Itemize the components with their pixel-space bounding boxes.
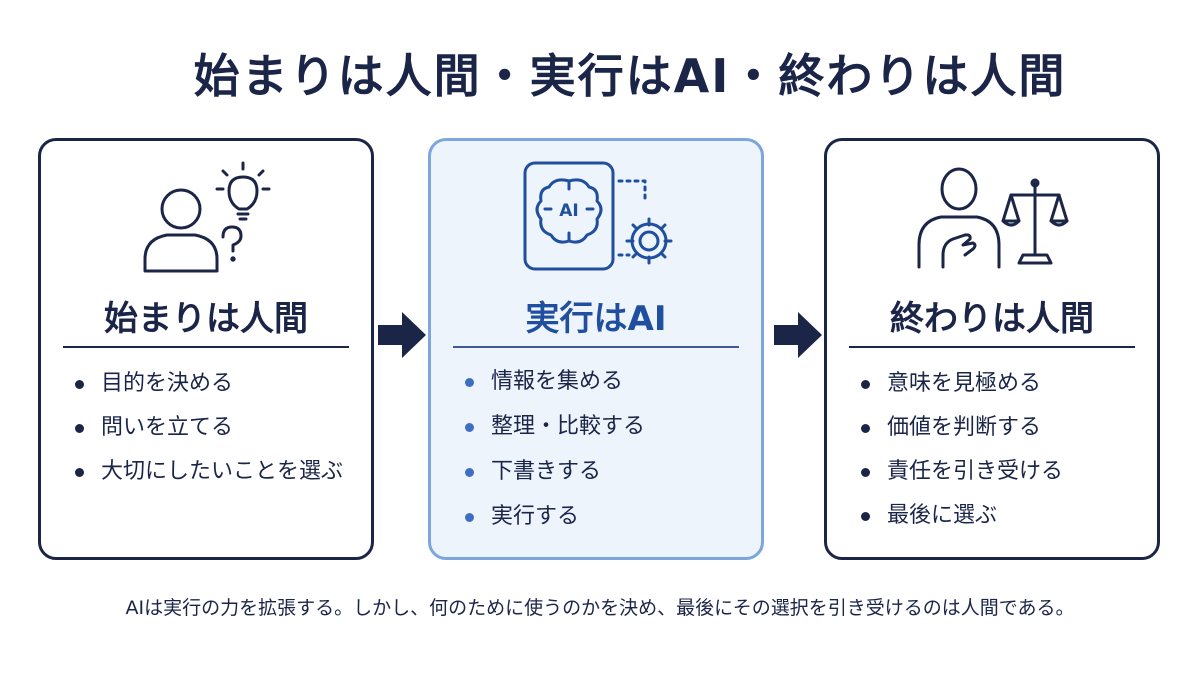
bullet-list: 目的を決める 問いを立てる 大切にしたいことを選ぶ	[75, 369, 343, 501]
list-item: 責任を引き受ける	[861, 457, 1063, 501]
bullet-list: 情報を集める 整理・比較する 下書きする 実行する	[465, 367, 645, 547]
bullet-dot	[465, 378, 474, 387]
bullet-dot	[861, 380, 870, 389]
card-title: 始まりは人間	[104, 299, 308, 339]
card-title: 終わりは人間	[890, 299, 1094, 339]
list-item: 目的を決める	[75, 369, 343, 413]
list-item: 情報を集める	[465, 367, 645, 412]
card-start-human: 始まりは人間 目的を決める 問いを立てる 大切にしたいことを選ぶ	[38, 138, 374, 560]
list-item: 問いを立てる	[75, 413, 343, 457]
card-end-human: 終わりは人間 意味を見極める 価値を判断する 責任を引き受ける 最後に選ぶ	[824, 138, 1160, 560]
ai-label: AI	[559, 201, 578, 221]
list-item: 価値を判断する	[861, 413, 1063, 457]
card-ai-execution: AI 実行はAI 情報を集める 整理・比較する 下書きする 実行する	[428, 138, 764, 560]
card-title: 実行はAI	[525, 299, 667, 339]
divider	[63, 346, 349, 348]
footer-caption: AIは実行の力を拡張する。しかし、何のために使うのかを決め、最後にその選択を引き…	[125, 597, 1075, 619]
bullet-dot	[465, 423, 474, 432]
bullet-dot	[465, 513, 474, 522]
list-item: 整理・比較する	[465, 412, 645, 457]
list-item: 意味を見極める	[861, 369, 1063, 413]
list-item: 下書きする	[465, 457, 645, 502]
bullet-dot	[75, 424, 84, 433]
bullet-list: 意味を見極める 価値を判断する 責任を引き受ける 最後に選ぶ	[861, 369, 1063, 545]
person-scales-icon	[827, 159, 1157, 289]
page-title: 始まりは人間・実行はAI・終わりは人間	[193, 49, 1067, 103]
person-thinking-lightbulb-icon	[41, 159, 371, 289]
arrow-right-icon	[774, 312, 822, 358]
bullet-dot	[75, 468, 84, 477]
divider	[453, 346, 739, 348]
list-item: 実行する	[465, 502, 645, 547]
bullet-dot	[75, 380, 84, 389]
bullet-dot	[861, 468, 870, 477]
list-item: 最後に選ぶ	[861, 501, 1063, 545]
list-item: 大切にしたいことを選ぶ	[75, 457, 343, 501]
arrow-right-icon	[378, 312, 426, 358]
bullet-dot	[465, 468, 474, 477]
bullet-dot	[861, 512, 870, 521]
ai-brain-gear-icon: AI	[431, 159, 761, 289]
divider	[849, 346, 1135, 348]
bullet-dot	[861, 424, 870, 433]
